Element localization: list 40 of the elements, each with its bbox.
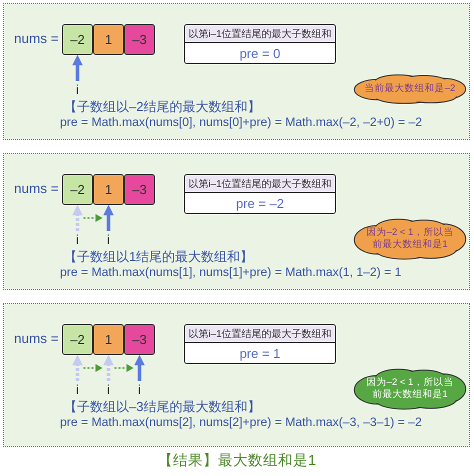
step-heading: 【子数组以–2结尾的最大数组和】 <box>64 98 260 116</box>
index-label: i <box>134 382 146 397</box>
value-cell: pre = 1 <box>184 343 336 364</box>
step-heading: 【子数组以1结尾的最大数组和】 <box>64 248 254 266</box>
array-cell: –2 <box>62 174 93 205</box>
formula-text: pre = Math.max(nums[2], nums[2]+pre) = Math.max(–3, –3–1) = –2 <box>60 415 422 429</box>
table-header: 以第i–1位置结尾的最大子数组和 <box>184 174 336 193</box>
table-header: 以第i–1位置结尾的最大子数组和 <box>184 24 336 43</box>
pointer-arrow <box>134 354 145 381</box>
step-heading: 【子数组以–3结尾的最大数组和】 <box>64 398 260 416</box>
step-panel <box>3 303 470 447</box>
value-cell: pre = –2 <box>184 193 336 214</box>
step-panel <box>3 3 470 140</box>
pointer-arrow <box>72 354 83 381</box>
pointer-arrow <box>72 54 83 81</box>
array-cell: 1 <box>93 174 124 205</box>
array-cell: 1 <box>93 324 124 355</box>
pointer-arrow <box>103 354 114 381</box>
table-header: 以第i–1位置结尾的最大子数组和 <box>184 324 336 343</box>
array-cell: –3 <box>124 174 155 205</box>
equation-label: nums = <box>14 181 59 196</box>
equation-label: nums = <box>14 331 59 346</box>
equation-label: nums = <box>14 31 59 46</box>
array-cell: –2 <box>62 24 93 55</box>
value-cell: pre = 0 <box>184 43 336 64</box>
index-label: i <box>102 382 114 397</box>
array-cell: –3 <box>124 24 155 55</box>
array-cell: –3 <box>124 324 155 355</box>
index-label: i <box>72 232 84 247</box>
result-caption: 【结果】最大数组和是1 <box>156 452 318 470</box>
pointer-arrow <box>72 204 83 231</box>
array-cell: 1 <box>93 24 124 55</box>
pointer-arrow <box>103 204 114 231</box>
index-label: i <box>72 382 84 397</box>
formula-text: pre = Math.max(nums[0], nums[0]+pre) = Math.max(–2, –2+0) = –2 <box>60 115 422 129</box>
formula-text: pre = Math.max(nums[1], nums[1]+pre) = Math.max(1, 1–2) = 1 <box>60 265 402 279</box>
step-panel <box>3 153 470 290</box>
index-label: i <box>102 232 114 247</box>
index-label: i <box>72 82 84 97</box>
array-cell: –2 <box>62 324 93 355</box>
